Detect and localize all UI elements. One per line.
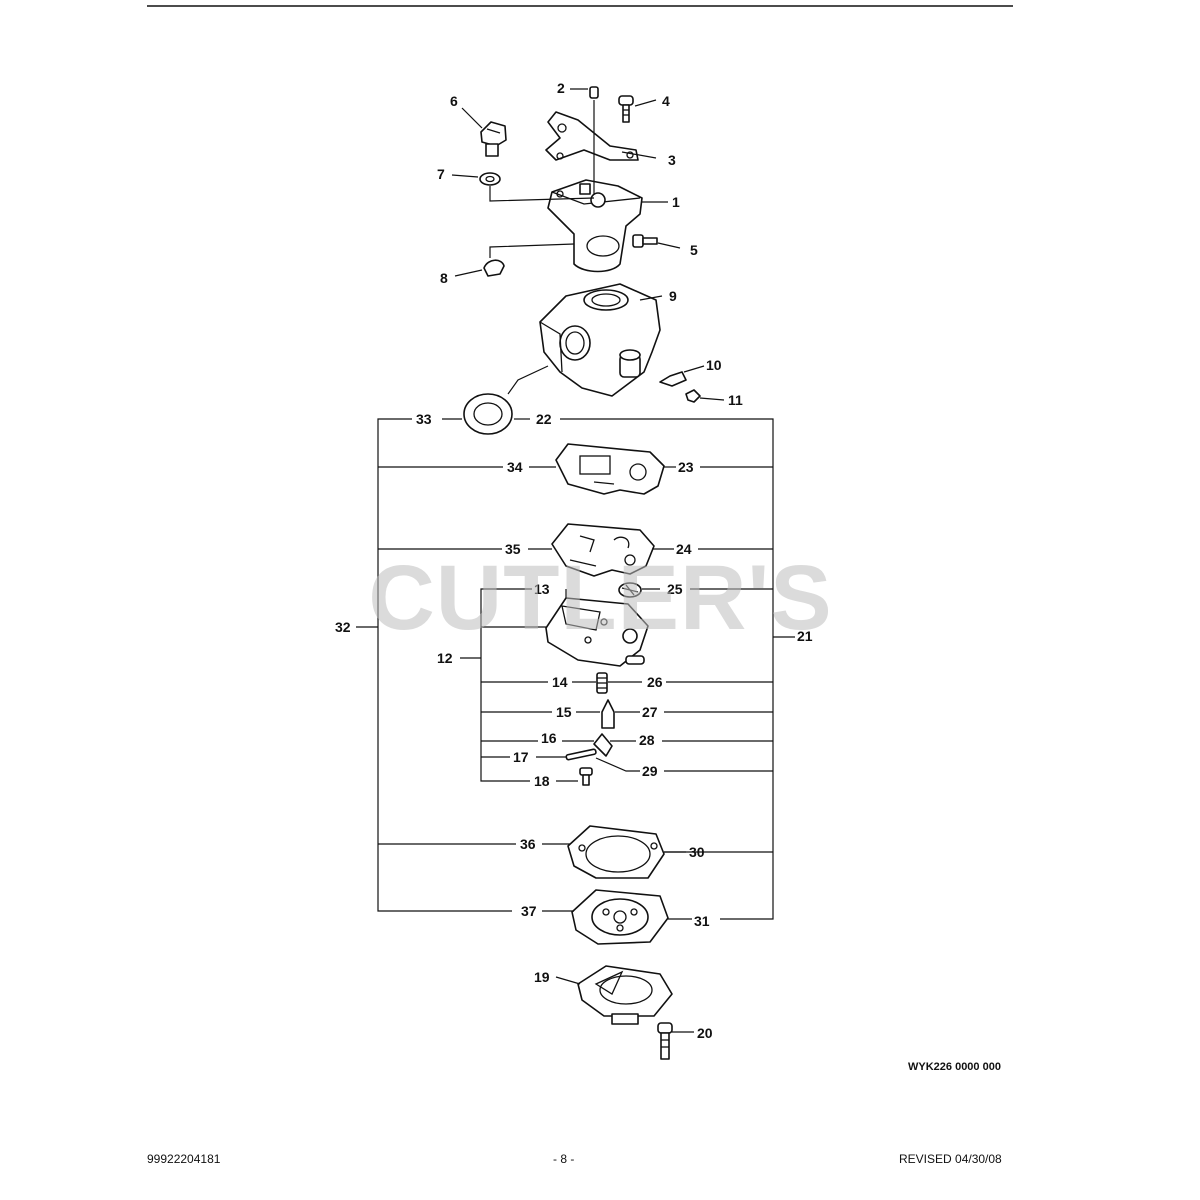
callout-10: 10	[706, 357, 722, 373]
footer-revision: REVISED 04/30/08	[899, 1152, 1002, 1166]
callout-12: 12	[437, 650, 453, 666]
callout-31: 31	[694, 913, 710, 929]
callout-33: 33	[416, 411, 432, 427]
callout-1: 1	[672, 194, 680, 210]
callout-14: 14	[552, 674, 568, 690]
callout-23: 23	[678, 459, 694, 475]
footer-page-label: - 8 -	[553, 1152, 575, 1166]
part-gasket-upper	[555, 443, 665, 495]
callout-4: 4	[662, 93, 670, 109]
part-clip	[483, 259, 505, 277]
callout-9: 9	[669, 288, 677, 304]
part-adjust-knob	[480, 121, 507, 157]
watermark: CUTLER'S	[368, 547, 833, 649]
callout-28: 28	[639, 732, 655, 748]
part-filter-screen	[618, 582, 642, 598]
part-gasket-lower	[551, 523, 655, 577]
part-inlet-needle	[601, 699, 615, 729]
callout-37: 37	[521, 903, 537, 919]
part-screw-side	[632, 234, 658, 248]
callout-21: 21	[797, 628, 813, 644]
callout-15: 15	[556, 704, 572, 720]
part-pin	[589, 86, 599, 99]
part-throttle-body	[547, 179, 643, 273]
callout-13: 13	[534, 581, 550, 597]
callout-24: 24	[676, 541, 692, 557]
part-metering-lever	[593, 733, 613, 757]
callout-29: 29	[642, 763, 658, 779]
callout-19: 19	[534, 969, 550, 985]
callout-11: 11	[728, 392, 743, 408]
drawing-code: WYK226 0000 000	[908, 1061, 1001, 1073]
callout-3: 3	[668, 152, 676, 168]
callout-5: 5	[690, 242, 698, 258]
callout-6: 6	[450, 93, 458, 109]
part-carburetor-body	[539, 283, 661, 397]
callout-32: 32	[335, 619, 351, 635]
callout-25: 25	[667, 581, 683, 597]
callout-22: 22	[536, 411, 552, 427]
callout-labels: 1 2 3 4 5 6 7 8 9 10 11 12 13 14 15 16 1…	[335, 80, 813, 1041]
callout-20: 20	[697, 1025, 713, 1041]
part-screw-top	[618, 95, 634, 123]
part-pump-body	[545, 597, 649, 667]
part-diaphragm-cover	[577, 965, 673, 1025]
callout-2: 2	[557, 80, 565, 96]
part-spring	[596, 672, 608, 694]
callout-27: 27	[642, 704, 658, 720]
callout-26: 26	[647, 674, 663, 690]
part-washer	[479, 172, 501, 186]
part-cover-screw	[657, 1022, 673, 1060]
callout-36: 36	[520, 836, 536, 852]
callout-8: 8	[440, 270, 448, 286]
callout-34: 34	[507, 459, 523, 475]
callout-35: 35	[505, 541, 521, 557]
part-needle	[659, 371, 687, 387]
part-diaphragm	[571, 889, 669, 945]
callout-7: 7	[437, 166, 445, 182]
part-lever-pin	[565, 748, 597, 761]
callout-16: 16	[541, 730, 557, 746]
part-screw-small	[579, 767, 593, 786]
callout-18: 18	[534, 773, 550, 789]
callout-17: 17	[513, 749, 529, 765]
leader-lines	[356, 88, 795, 1033]
callout-30: 30	[689, 844, 705, 860]
part-seal-ring	[463, 393, 513, 435]
part-plug	[685, 389, 701, 403]
part-diaphragm-gasket	[567, 825, 665, 879]
footer-part-number: 99922204181	[147, 1152, 221, 1166]
part-lever-bracket	[545, 111, 639, 161]
